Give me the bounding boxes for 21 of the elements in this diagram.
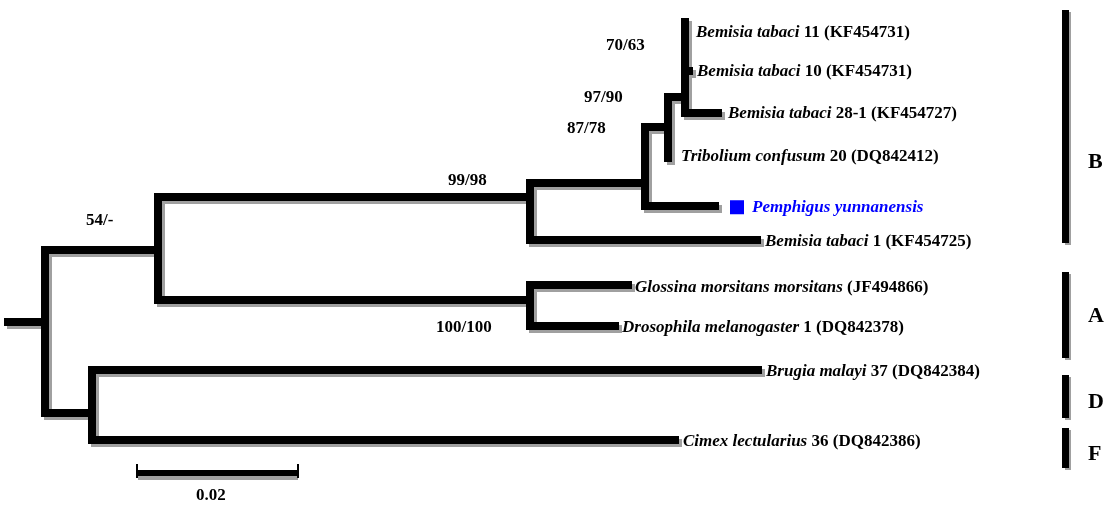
bootstrap-value: 97/90 — [584, 86, 623, 109]
taxon-label: Pemphigus yunnanensis — [752, 196, 924, 219]
taxon-label: Brugia malayi 37 (DQ842384) — [766, 360, 980, 383]
bootstrap-value: 100/100 — [436, 316, 492, 339]
taxon-label: Drosophila melanogaster 1 (DQ842378) — [622, 316, 904, 339]
taxon-label: Tribolium confusum 20 (DQ842412) — [681, 145, 939, 168]
taxon-label: Bemisia tabaci 28-1 (KF454727) — [728, 102, 957, 125]
taxon-label: Bemisia tabaci 11 (KF454731) — [696, 21, 910, 44]
bootstrap-value: 54/- — [86, 209, 114, 232]
taxon-label: Bemisia tabaci 1 (KF454725) — [765, 230, 972, 253]
clade-letter: B — [1088, 146, 1103, 175]
clade-letter: A — [1088, 300, 1104, 329]
taxon-label: Glossina morsitans morsitans (JF494866) — [635, 276, 929, 299]
clade-letter: F — [1088, 438, 1102, 467]
taxon-label: Cimex lectularius 36 (DQ842386) — [683, 430, 921, 453]
bootstrap-value: 99/98 — [448, 169, 487, 192]
bootstrap-value: 87/78 — [567, 117, 606, 140]
taxon-label: Bemisia tabaci 10 (KF454731) — [697, 60, 912, 83]
clade-letter: D — [1088, 386, 1104, 415]
scale-label: 0.02 — [196, 484, 226, 506]
bootstrap-value: 70/63 — [606, 34, 645, 57]
